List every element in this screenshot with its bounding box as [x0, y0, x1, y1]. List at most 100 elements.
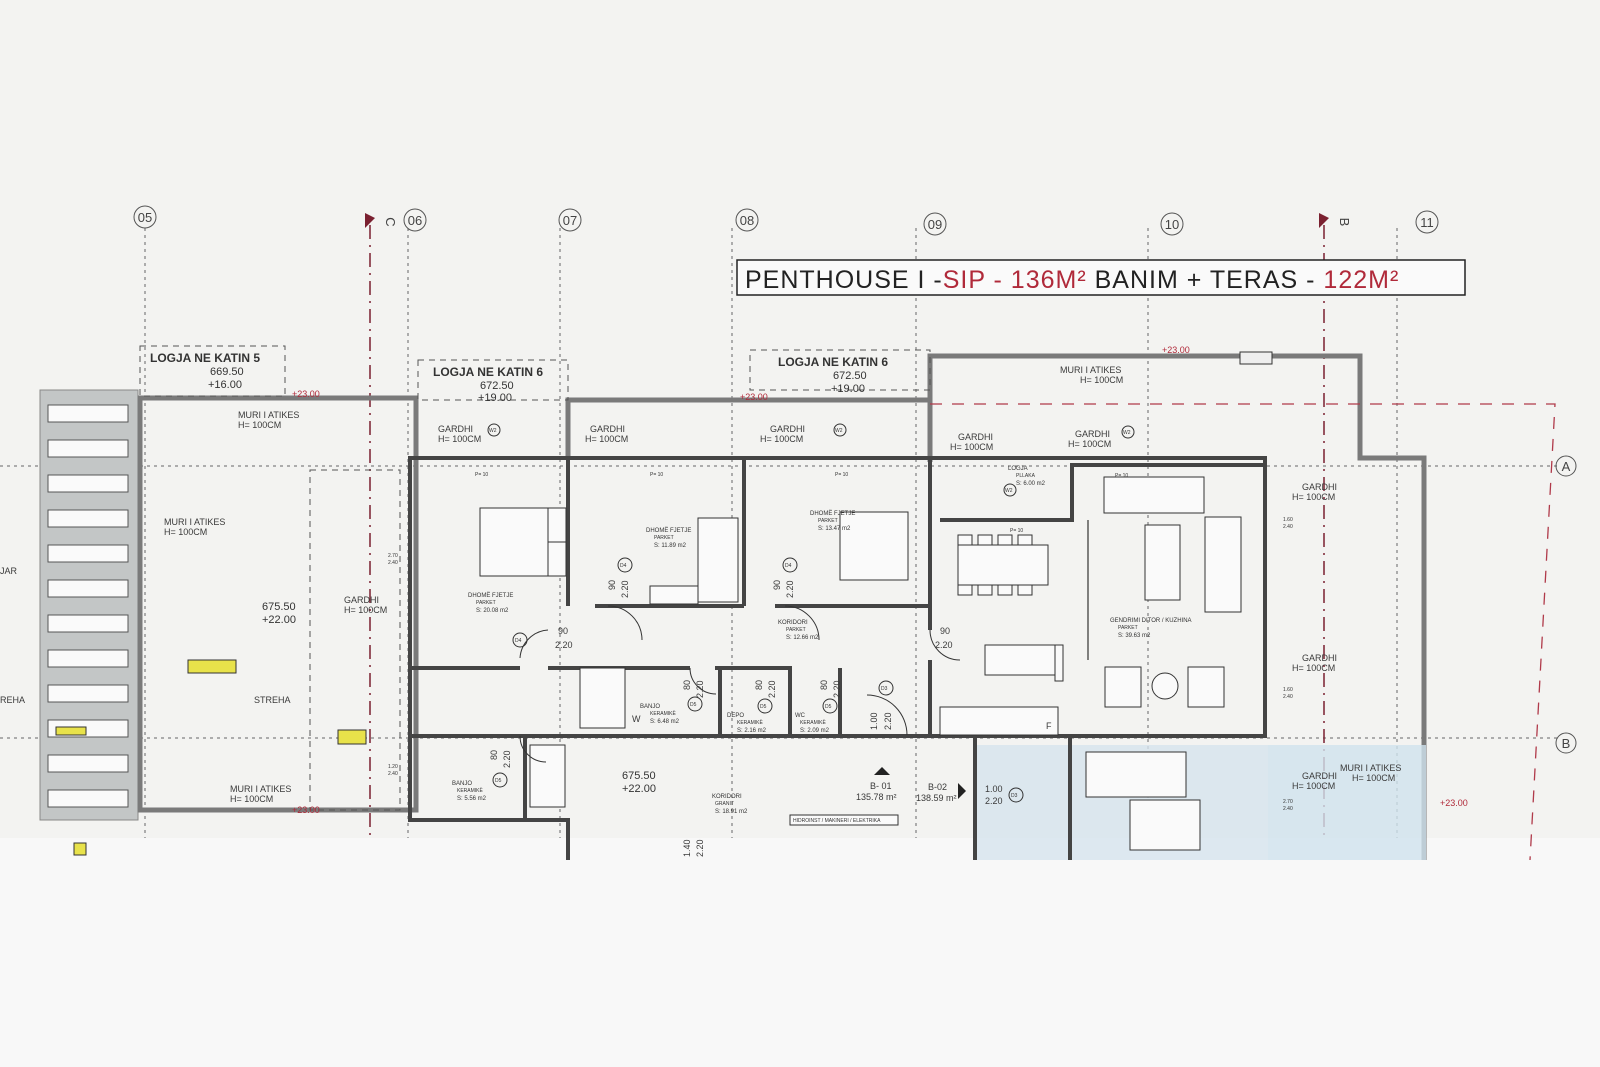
- svg-text:1.00: 1.00: [869, 712, 879, 730]
- streha-outline: [309, 469, 401, 811]
- note: H= 100CM: [164, 527, 207, 537]
- svg-text:KERAMIKË: KERAMIKË: [800, 719, 827, 726]
- svg-text:D4: D4: [785, 563, 792, 569]
- note: GARDHI: [1075, 429, 1110, 439]
- note: H= 100CM: [1080, 375, 1123, 385]
- svg-text:D5: D5: [495, 778, 502, 784]
- loggia-name: LOGJA NE KATIN 6: [433, 365, 543, 379]
- note: REHA: [0, 695, 25, 705]
- note: GARDHI: [1302, 482, 1337, 492]
- dimensions: 90 2.20 90 2.20 90 2.20 90 2.20 80 2.20 80…: [388, 472, 1293, 857]
- services-label: HIDROINST / MAKINERI / ELEKTRIKA: [793, 818, 881, 824]
- svg-text:KERAMIKË: KERAMIKË: [737, 719, 764, 726]
- svg-text:PARKET: PARKET: [476, 600, 496, 606]
- note: GARDHI: [958, 432, 993, 442]
- svg-text:80: 80: [819, 680, 829, 690]
- svg-text:2.20: 2.20: [767, 680, 777, 698]
- svg-text:2.20: 2.20: [935, 640, 953, 650]
- svg-text:D4: D4: [515, 638, 522, 644]
- level-elevation: 675.50: [262, 601, 296, 613]
- svg-text:D5: D5: [760, 704, 767, 710]
- parapet-level: +23.00: [740, 392, 768, 402]
- note: GARDHI: [438, 424, 473, 434]
- svg-text:2.70: 2.70: [388, 553, 398, 559]
- parapet-level: +23.00: [292, 805, 320, 815]
- furniture: [479, 476, 1242, 851]
- svg-text:S: 2.09 m2: S: 2.09 m2: [800, 728, 830, 734]
- svg-text:F: F: [1046, 721, 1052, 731]
- svg-text:1.20: 1.20: [388, 764, 398, 770]
- svg-text:KERAMIKË: KERAMIKË: [457, 787, 484, 794]
- note: MURI I ATIKES: [1340, 763, 1401, 773]
- svg-text:2.20: 2.20: [832, 680, 842, 698]
- axis-label: 05: [138, 210, 152, 225]
- unit-id: B- 01: [870, 781, 892, 791]
- note: H= 100CM: [1068, 439, 1111, 449]
- terrace-shaded: [1268, 745, 1426, 860]
- skylight: [187, 659, 237, 674]
- svg-text:P= 10: P= 10: [650, 472, 663, 478]
- svg-text:WC: WC: [795, 713, 806, 719]
- svg-text:2.20: 2.20: [695, 680, 705, 698]
- unit-id: B-02: [928, 782, 947, 792]
- loggia-box: [749, 349, 931, 391]
- svg-text:90: 90: [558, 626, 568, 636]
- annotations: MURI I ATIKES H= 100CM MURI I ATIKES H= …: [0, 365, 1401, 826]
- note: GARDHI: [770, 424, 805, 434]
- axis-label: A: [1562, 459, 1571, 474]
- svg-text:GRANIT: GRANIT: [715, 801, 734, 807]
- svg-text:S: 11.89 m2: S: 11.89 m2: [654, 543, 687, 549]
- axis-label: 11: [1420, 215, 1434, 230]
- svg-text:S: 13.47 m2: S: 13.47 m2: [818, 526, 851, 532]
- note: GARDHI: [1302, 771, 1337, 781]
- note: GARDHI: [344, 595, 379, 605]
- svg-text:P= 10: P= 10: [835, 472, 848, 478]
- note: MURI I ATIKES: [238, 410, 299, 420]
- unit-labels: B- 01 135.78 m² B-02 138.59 m²: [856, 767, 966, 803]
- note: H= 100CM: [438, 434, 481, 444]
- roof-strip: [39, 389, 139, 856]
- svg-text:BANJO: BANJO: [640, 704, 660, 710]
- parapet-level: +23.00: [292, 389, 320, 399]
- svg-text:KERAMIKË: KERAMIKË: [650, 710, 677, 717]
- svg-text:S: 20.08 m2: S: 20.08 m2: [476, 608, 509, 614]
- svg-text:80: 80: [489, 750, 499, 760]
- svg-text:2.40: 2.40: [388, 771, 398, 777]
- svg-text:KORIDORI: KORIDORI: [712, 794, 742, 800]
- loggia-level: +19.00: [478, 392, 512, 404]
- loggia-level: +19.00: [831, 383, 865, 395]
- svg-text:2.20: 2.20: [695, 839, 705, 857]
- svg-text:S: 12.66 m2: S: 12.66 m2: [786, 635, 819, 641]
- apartment-walls: [408, 456, 1267, 860]
- svg-text:D4: D4: [620, 563, 627, 569]
- svg-text:90: 90: [607, 580, 617, 590]
- svg-text:DHOMË FJETJE: DHOMË FJETJE: [810, 510, 855, 517]
- svg-text:W2: W2: [835, 428, 843, 434]
- svg-text:80: 80: [682, 680, 692, 690]
- doors: [487, 423, 1135, 803]
- loggia-level: +16.00: [208, 379, 242, 391]
- svg-text:90: 90: [940, 626, 950, 636]
- loggia-elevation: 672.50: [833, 370, 867, 382]
- svg-text:DEPO: DEPO: [727, 713, 744, 719]
- svg-text:1.40: 1.40: [682, 839, 692, 857]
- note: H= 100CM: [585, 434, 628, 444]
- terrace-left: [137, 395, 419, 813]
- svg-text:2.20: 2.20: [502, 750, 512, 768]
- svg-text:S: 5.56 m2: S: 5.56 m2: [457, 796, 487, 802]
- svg-text:80: 80: [754, 680, 764, 690]
- loggia-elevation: 669.50: [210, 366, 244, 378]
- svg-text:2.40: 2.40: [1283, 806, 1293, 812]
- section-marker-b: B: [1337, 218, 1352, 227]
- note: GARDHI: [590, 424, 625, 434]
- svg-text:90: 90: [772, 580, 782, 590]
